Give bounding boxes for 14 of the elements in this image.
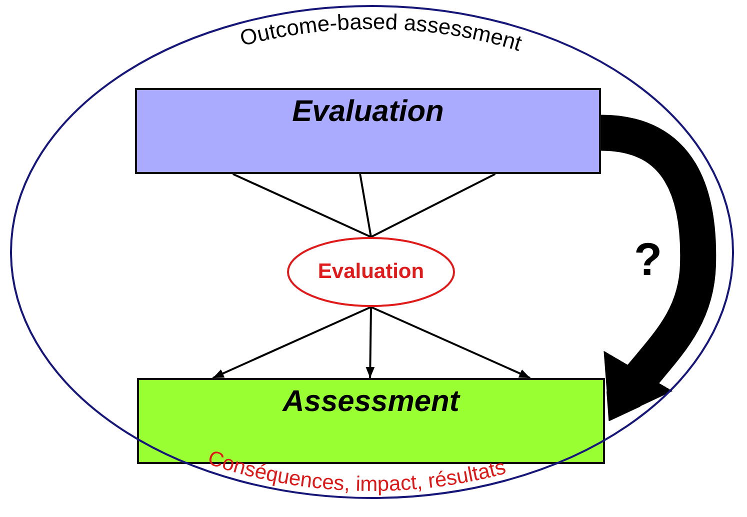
box-heading: Evaluation: [292, 95, 444, 130]
oval-node: [287, 237, 455, 307]
connector-line: [359, 174, 372, 238]
arrow: [366, 306, 375, 378]
process-box: [135, 88, 601, 174]
arrow: [370, 306, 531, 379]
arrow: [212, 306, 372, 379]
box-heading: Assessment: [282, 385, 460, 420]
connector-line: [232, 173, 372, 238]
edge-label: ?: [634, 236, 662, 282]
connector-line: [370, 173, 496, 238]
curved-heading: Outcome-based assessment: [237, 8, 525, 56]
outer-ellipse: [10, 5, 734, 499]
oval-label: Evaluation: [318, 260, 424, 284]
